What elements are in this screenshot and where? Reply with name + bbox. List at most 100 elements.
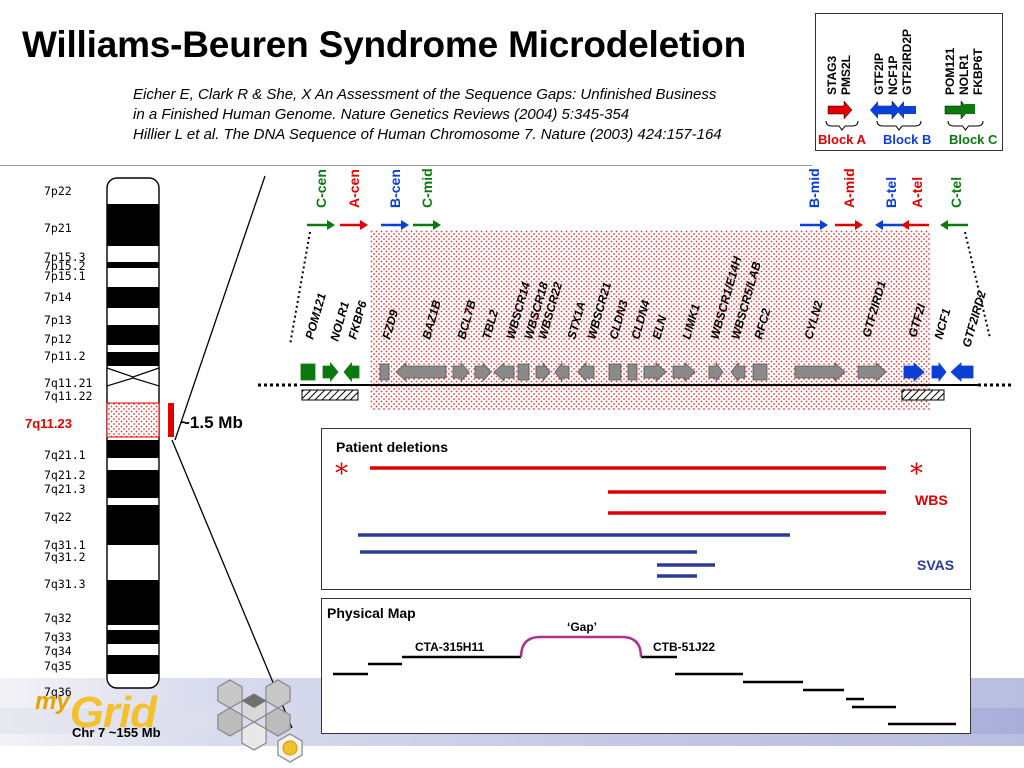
gap-label: ‘Gap’: [567, 620, 597, 634]
logo-cube-face: [217, 707, 243, 737]
page-title: Williams-Beuren Syndrome Microdeletion: [22, 24, 746, 65]
chromosome-dark-band: [107, 287, 159, 308]
logo-cube-face: [217, 679, 243, 709]
zoom-line-bottom: [171, 439, 293, 729]
deletion-marker-right: *: [910, 459, 923, 489]
block-legend-box: [815, 13, 1003, 151]
band-label: 7p15.3: [44, 250, 86, 264]
chromosome-dark-band: [107, 262, 159, 268]
band-label: 7q35: [44, 659, 72, 673]
gene-arrow: [672, 362, 696, 382]
boundary-dotted-right: [964, 231, 991, 339]
gene-arrow: [730, 361, 746, 383]
band-label: 7q11.21: [44, 376, 93, 390]
physical-map-panel: Physical Map: [321, 598, 971, 734]
repeat-arrow-head: [855, 220, 863, 230]
repeat-arrow-head: [360, 220, 368, 230]
reference-line-1: Eicher E, Clark R & She, X An Assessment…: [133, 86, 717, 103]
segmental-block-right: [901, 389, 945, 401]
clone-label: CTB-51J22: [653, 640, 715, 654]
block-gene-label: NOLR1: [957, 54, 971, 95]
band-label: 7q22: [44, 510, 72, 524]
block-gene-arrow: [944, 100, 970, 120]
gap-arc: [519, 635, 643, 658]
gene-arrow: [608, 363, 622, 381]
block-gene-label: POM121: [943, 47, 957, 95]
band-label: 7q31.2: [44, 550, 86, 564]
block-gene-label: NCF1P: [886, 56, 900, 95]
chromosome-dark-band: [107, 352, 159, 366]
boundary-dotted-left: [289, 231, 311, 346]
region-size-label: ~1.5 Mb: [180, 413, 243, 432]
band-label: 7q34: [44, 644, 72, 658]
gene-label: GTF2IRD2: [959, 289, 989, 349]
reference-line-3: Hillier L et al. The DNA Sequence of Hum…: [133, 126, 722, 143]
clone-label: CTA-315H11: [415, 640, 484, 654]
block-label: Block C: [949, 132, 998, 147]
gene-arrow: [903, 362, 925, 382]
block-brace: [947, 120, 984, 131]
gene-arrow: [643, 362, 667, 382]
repeat-arrow-head: [901, 220, 909, 230]
band-label: 7p21: [44, 221, 72, 235]
logo-cube-top: [242, 694, 266, 708]
band-label: 7p14: [44, 290, 72, 304]
repeat-arrow-head: [327, 220, 335, 230]
repeat-label: A-tel: [909, 177, 925, 208]
band-label: 7p15.2: [44, 259, 86, 273]
band-label: 7q21.1: [44, 448, 86, 462]
band-label: 7q11.22: [44, 389, 92, 403]
gene-arrow: [577, 361, 595, 383]
physical-map-title: Physical Map: [327, 605, 416, 621]
logo-cube-face: [241, 721, 267, 751]
chromosome-focus-band: [106, 402, 160, 438]
block-brace: [876, 120, 922, 131]
gene-arrow: [452, 361, 470, 383]
block-brace: [825, 120, 859, 131]
repeat-arrow-head: [820, 220, 828, 230]
logo-cube-face: [265, 707, 291, 737]
gene-arrow: [708, 361, 724, 383]
logo-cube-dot: [282, 740, 298, 756]
band-label: 7q21.3: [44, 482, 86, 496]
focus-band-label: 7q11.23: [25, 416, 72, 431]
block-gene-arrow: [827, 100, 853, 120]
gene-label: NCF1: [931, 307, 953, 341]
gene-arrow: [794, 362, 846, 382]
gene-arrow: [627, 363, 638, 381]
patient-deletions-panel: Patient deletions: [321, 428, 971, 590]
gene-label: POM121: [302, 291, 329, 341]
chromosome-dark-band: [107, 470, 159, 498]
gene-arrow: [950, 362, 974, 382]
repeat-label: C-mid: [419, 168, 435, 208]
segmental-block-left: [301, 389, 359, 401]
gene-arrow: [395, 362, 447, 382]
svas-label: SVAS: [917, 557, 954, 573]
block-gene-label: GTF2IRD2P: [900, 29, 914, 95]
repeat-arrow-head: [875, 220, 883, 230]
gene-arrow: [535, 361, 551, 383]
chromosome-dark-band: [107, 580, 159, 625]
gene-arrow: [343, 361, 360, 383]
block-gene-arrow: [870, 101, 890, 119]
block-gene-box: [965, 104, 975, 114]
band-label: 7p11.2: [44, 349, 86, 363]
gene-arrow: [931, 361, 947, 383]
repeat-label: C-cen: [313, 169, 329, 208]
logo-cube-face: [265, 679, 291, 709]
gene-arrow: [322, 361, 339, 383]
centromere: [106, 367, 160, 387]
repeat-label: C-tel: [948, 177, 964, 208]
repeat-label: B-mid: [806, 168, 822, 208]
block-gene-label: PMS2L: [839, 55, 853, 95]
chromosome-dark-band: [107, 655, 159, 674]
band-label: 7p22: [44, 184, 72, 198]
chromosome-caption: Chr 7 ~155 Mb: [72, 725, 161, 740]
chromosome-dark-band: [107, 505, 159, 545]
chromosome-dark-band: [107, 204, 159, 246]
patient-deletions-title: Patient deletions: [336, 439, 449, 455]
repeat-arrow-head: [401, 220, 409, 230]
chromosome-dark-band: [107, 630, 159, 644]
repeat-label: A-mid: [841, 168, 857, 208]
